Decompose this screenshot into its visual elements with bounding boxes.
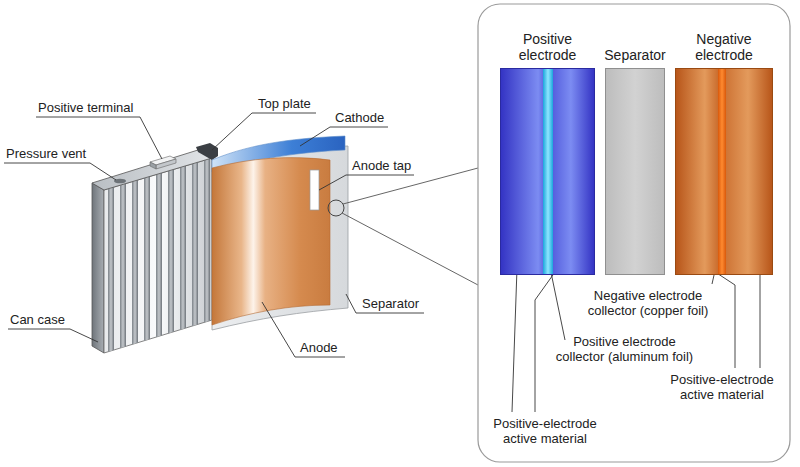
part-label: Anode tap [352,158,411,173]
separator-layer: Separator [605,47,665,275]
layer-label: Positive-electrode active material [483,416,607,446]
magnifier-line [342,213,478,285]
top-plate [92,150,212,190]
terminal-side [150,162,156,169]
layer-label: Negative electrode collector (copper foi… [573,288,723,318]
leader-line [8,329,98,342]
part-label: Pressure vent [6,146,86,161]
ridge [180,150,186,360]
ridge [204,150,210,360]
leader-line [4,163,116,180]
layer-label: Positive electrode collector (aluminum f… [552,334,697,364]
separator-block [605,68,665,275]
magnifier-line [343,168,478,204]
positive-electrode-block [500,68,595,275]
can-side-face [92,183,104,353]
electrode-layer: Positive electrode [500,31,595,275]
magnified-panel [478,4,790,462]
leader-line [346,294,424,313]
layer-heading: Separator [604,47,665,63]
electrode-layer: Negative electrode [675,31,773,275]
part-label: Top plate [258,96,311,111]
ridge [192,150,198,360]
collector-foil [543,69,553,274]
part-label: Can case [10,312,65,327]
ridge [156,150,162,360]
leader-lines [4,113,424,357]
negative-electrode-block [675,68,773,275]
ridge [144,150,150,360]
magnifier-circle [328,200,344,216]
leader-line [319,175,414,190]
part-label: Positive terminal [38,100,133,115]
layer-heading: Negative electrode [675,31,773,63]
part-label: Cathode [335,110,384,125]
leader-line [212,113,316,150]
top-plate-end [196,143,218,160]
separator-sheet [212,146,348,330]
terminal-front [156,159,176,169]
layer-heading: Positive electrode [500,31,595,63]
part-label: Anode [300,340,338,355]
anode-sheet [212,158,330,325]
collector-foil [718,69,726,274]
leader-line [262,302,345,357]
ridge [168,150,174,360]
anode-tab [310,170,319,210]
jelly-roll-ridges [108,150,210,360]
leader-line [300,127,388,146]
layer-label: Positive-electrode active material [660,372,784,402]
part-label: Separator [362,296,419,311]
